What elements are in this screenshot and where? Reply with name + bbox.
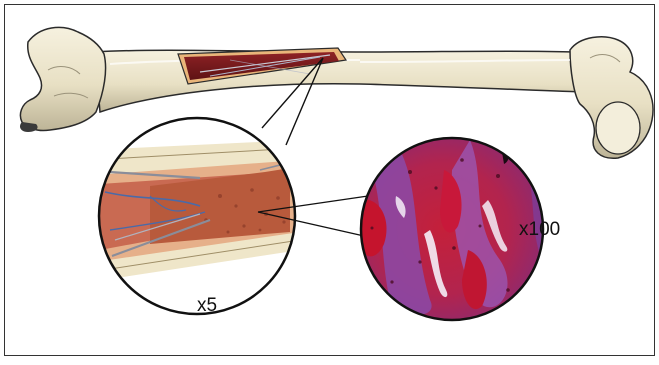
magnification-label-x100: x100 (519, 219, 560, 241)
magnification-label-x5: x5 (197, 295, 217, 317)
